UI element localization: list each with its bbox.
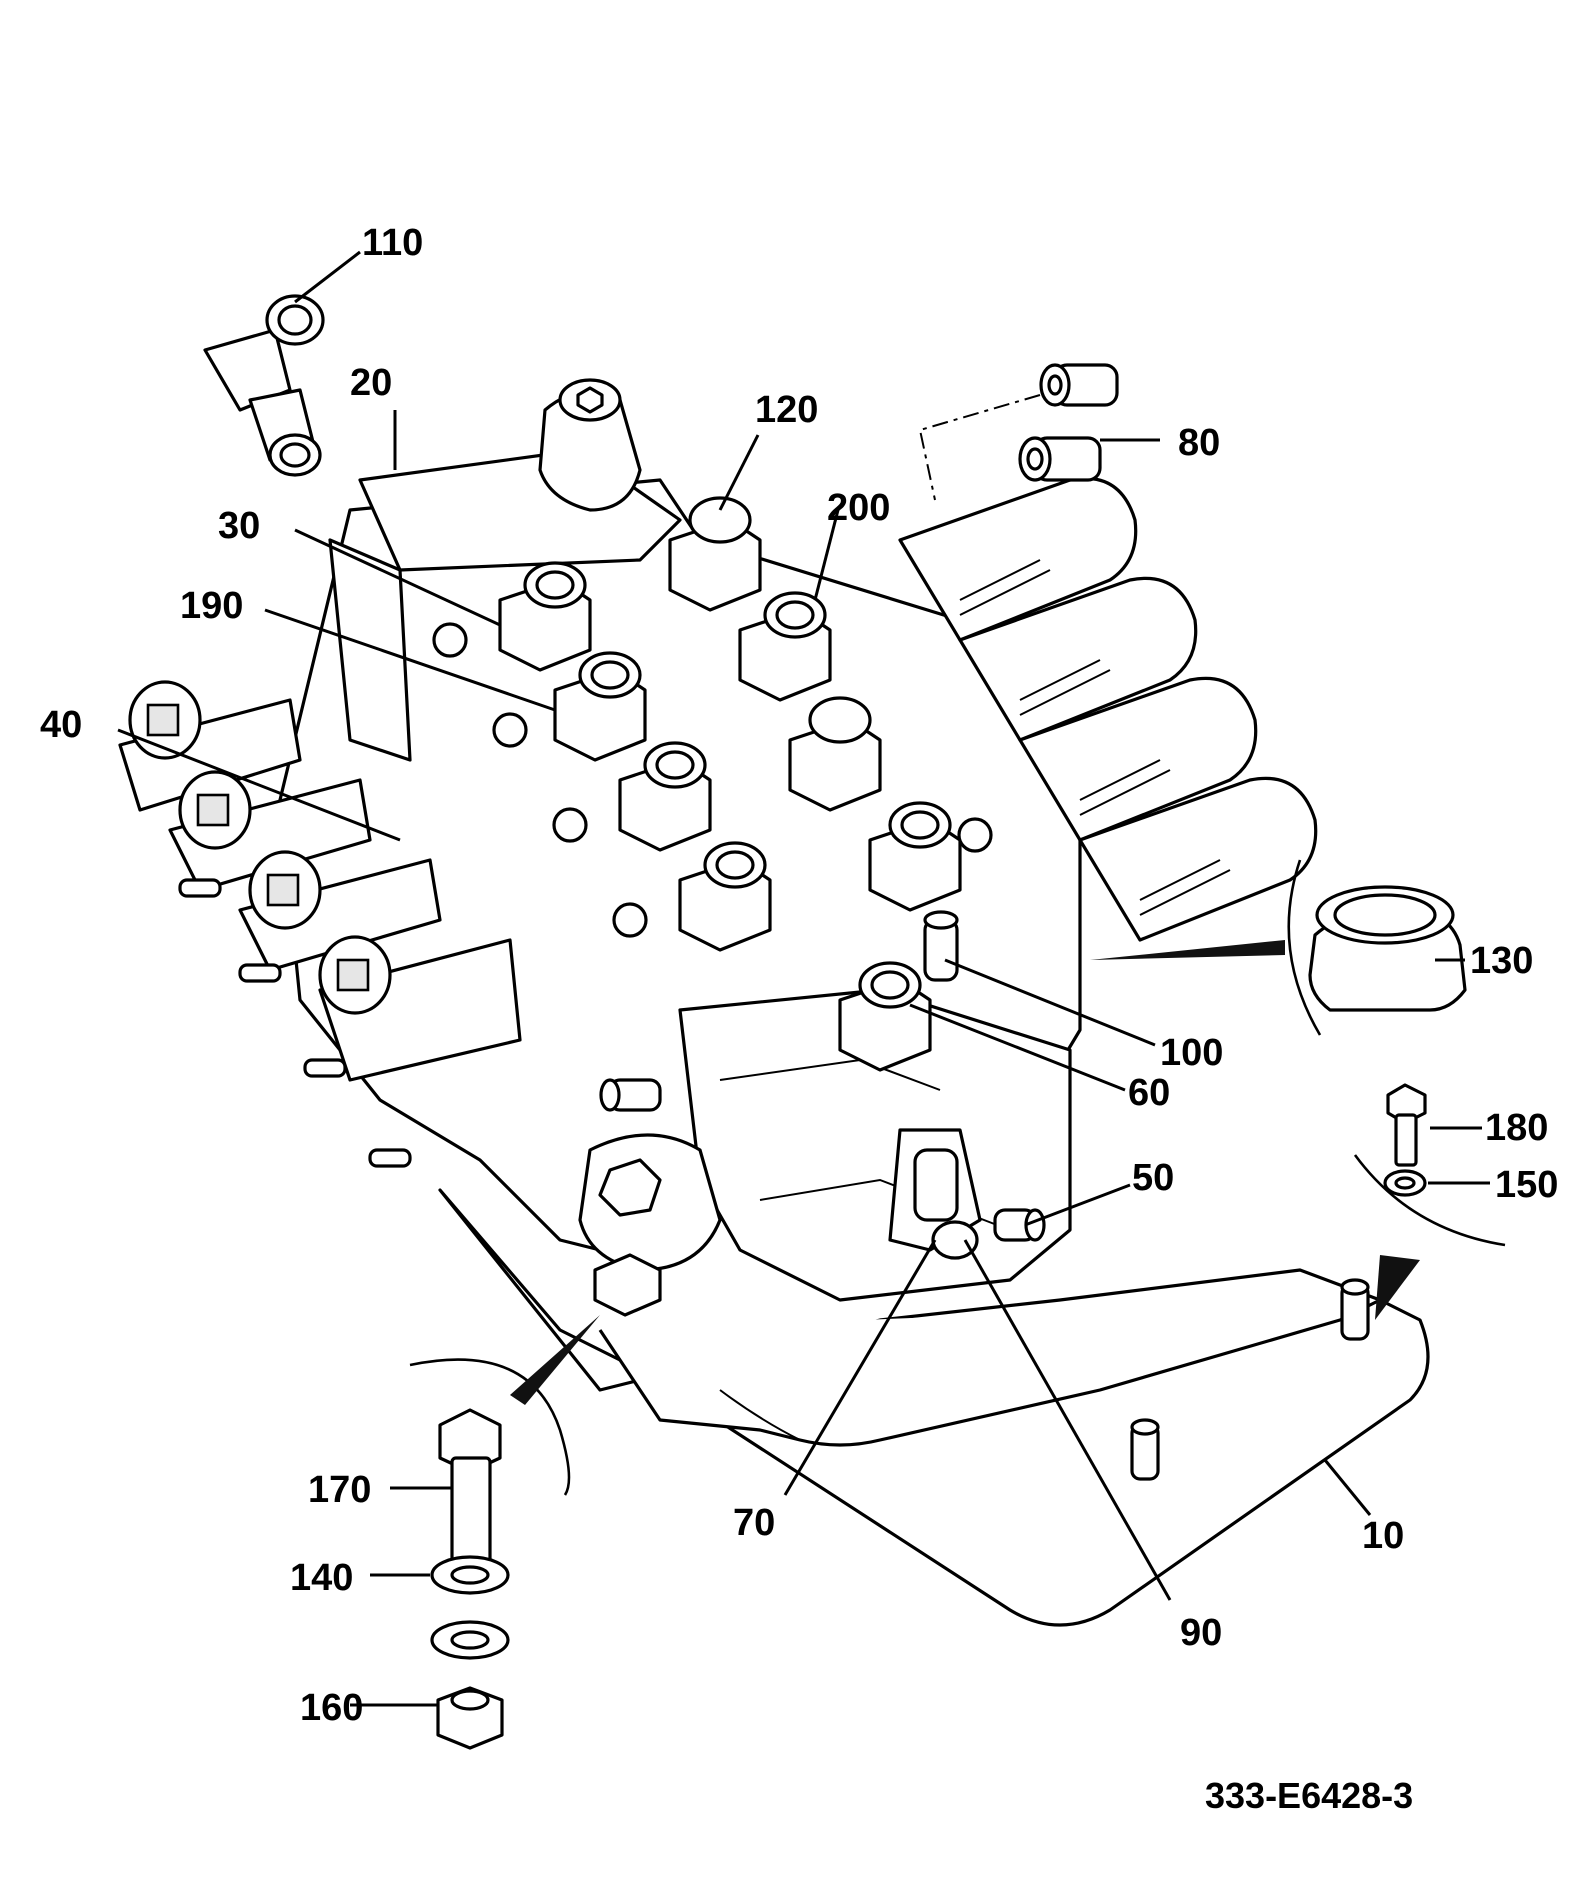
detail-bubble-170-140-160 xyxy=(409,1315,600,1750)
leader-lines xyxy=(117,250,1490,1707)
connector-pins xyxy=(178,878,412,1168)
elbow-fitting xyxy=(203,294,325,477)
callout-120: 120 xyxy=(755,389,818,431)
callout-70: 70 xyxy=(733,1502,775,1544)
callout-labels: 110 20 30 190 40 120 200 80 130 100 60 5… xyxy=(40,222,1558,1816)
callout-30: 30 xyxy=(218,505,260,547)
callout-50: 50 xyxy=(1132,1157,1174,1199)
callout-140: 140 xyxy=(290,1557,353,1599)
callout-190: 190 xyxy=(180,585,243,627)
drawing-id: 333-E6428-3 xyxy=(1205,1775,1413,1816)
callout-110: 110 xyxy=(362,222,423,264)
callout-90: 90 xyxy=(1180,1612,1222,1654)
top-cap xyxy=(538,378,642,512)
callout-80: 80 xyxy=(1178,422,1220,464)
callout-130: 130 xyxy=(1470,940,1533,982)
callout-100: 100 xyxy=(1160,1032,1223,1074)
fitting-80 xyxy=(918,363,1119,501)
callout-10: 10 xyxy=(1362,1515,1404,1557)
callout-180: 180 xyxy=(1485,1107,1548,1149)
callout-20: 20 xyxy=(350,362,392,404)
callout-160: 160 xyxy=(300,1687,363,1729)
detail-bubble-180-150 xyxy=(1353,1083,1506,1320)
callout-200: 200 xyxy=(827,487,890,529)
solenoid-coils-right xyxy=(898,476,1318,942)
detail-bubble-130 xyxy=(1090,859,1467,1036)
mounting-plate xyxy=(438,1188,1430,1627)
callout-60: 60 xyxy=(1128,1072,1170,1114)
port-fittings xyxy=(432,496,993,1112)
callout-40: 40 xyxy=(40,704,82,746)
front-fittings xyxy=(888,1128,1046,1260)
callout-150: 150 xyxy=(1495,1164,1558,1206)
callout-170: 170 xyxy=(308,1469,371,1511)
